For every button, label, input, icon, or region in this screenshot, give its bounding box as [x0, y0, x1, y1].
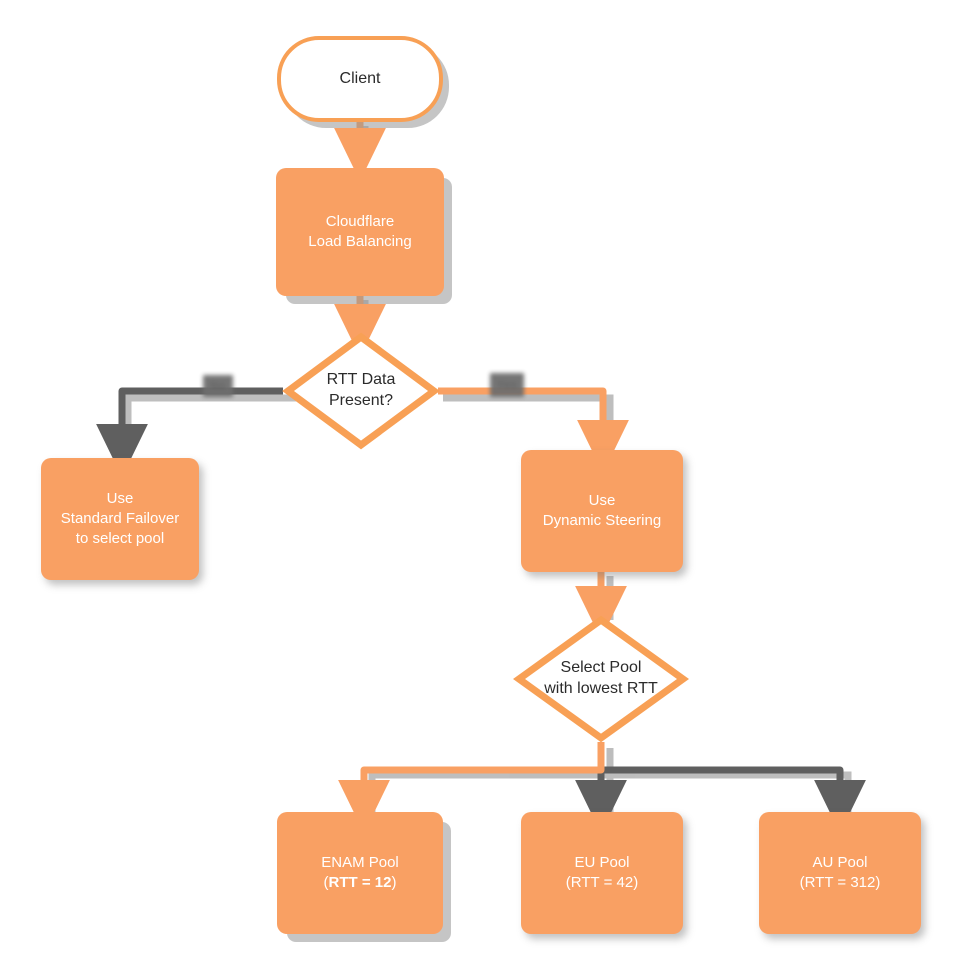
node-standard-failover[interactable]: Use Standard Failover to select pool — [41, 458, 199, 580]
node-select-pool-line1: Select Pool — [560, 659, 642, 677]
node-rtt-data-present-label: RTT Data Present? — [327, 370, 396, 412]
node-standard-failover-label: Use Standard Failover to select pool — [60, 490, 180, 547]
node-au-pool-label: AU Pool (RTT = 312) — [800, 853, 881, 893]
node-au-pool-rtt: (RTT = 312) — [799, 874, 881, 891]
node-au-pool-name: AU Pool — [812, 854, 868, 872]
edge-select-pool-to-au-pool — [601, 766, 866, 834]
node-enam-pool-label: ENAM Pool (RTT = 12) — [321, 853, 399, 893]
node-au-pool[interactable]: AU Pool (RTT = 312) — [759, 812, 921, 934]
node-select-pool[interactable]: Select Pool with lowest RTT — [513, 614, 689, 744]
edge-label-no: No — [203, 375, 233, 397]
node-eu-pool-rtt: (RTT = 42) — [565, 874, 639, 891]
node-enam-pool-rtt-value: RTT = 12 — [328, 874, 392, 891]
node-client[interactable]: Client — [277, 36, 443, 122]
select-pool-diamond-shape — [513, 615, 689, 743]
node-select-pool-label: Select Pool with lowest RTT — [544, 658, 658, 700]
edge-label-yes: Yes — [490, 373, 524, 397]
node-eu-pool[interactable]: EU Pool (RTT = 42) — [521, 812, 683, 934]
node-eu-pool-rtt-value: RTT = 42 — [570, 874, 634, 891]
node-dynamic-steering-label: Use Dynamic Steering — [542, 492, 662, 529]
node-select-pool-line2: with lowest RTT — [544, 680, 658, 697]
node-rtt-data-present[interactable]: RTT Data Present? — [281, 330, 441, 452]
node-eu-pool-name: EU Pool — [574, 854, 630, 872]
node-enam-pool[interactable]: ENAM Pool (RTT = 12) — [277, 812, 443, 934]
node-cloudflare-load-balancing[interactable]: Cloudflare Load Balancing — [276, 168, 444, 296]
node-client-label: Client — [339, 69, 381, 87]
node-au-pool-rtt-value: RTT = 312 — [804, 874, 876, 891]
edge-rtt-yes-to-dynamic-steering — [438, 387, 629, 474]
node-cloudflare-load-balancing-label: Cloudflare Load Balancing — [308, 213, 412, 250]
node-eu-pool-label: EU Pool (RTT = 42) — [566, 853, 638, 893]
edge-rtt-no-to-standard-failover — [96, 387, 283, 478]
node-enam-pool-name: ENAM Pool — [321, 854, 399, 872]
node-dynamic-steering[interactable]: Use Dynamic Steering — [521, 450, 683, 572]
edge-select-pool-to-enam-pool — [338, 742, 605, 834]
node-rtt-data-present-line1: RTT Data — [326, 371, 396, 389]
node-enam-pool-rtt: (RTT = 12) — [323, 874, 397, 891]
node-rtt-data-present-line2: Present? — [328, 392, 394, 409]
